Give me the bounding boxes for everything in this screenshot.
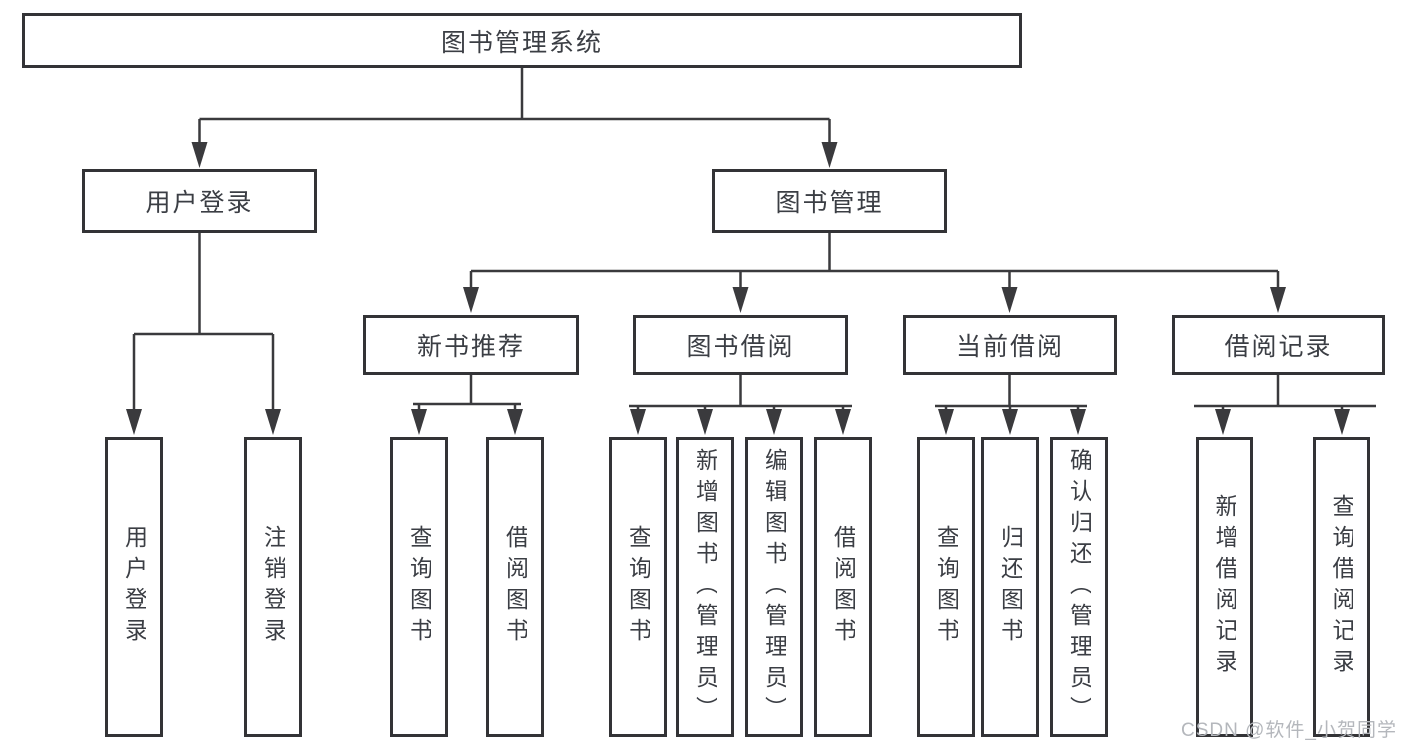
node-current-borrow: 当前借阅 [903, 315, 1117, 375]
leaf-edit-books-admin: 编辑图书（管理员） [745, 437, 803, 737]
node-label: 新书推荐 [416, 333, 525, 361]
leaf-query-books: 查询图书 [390, 437, 448, 737]
leaf-label: 查询图书 [934, 525, 958, 649]
leaf-add-borrow-record: 新增借阅记录 [1196, 437, 1253, 737]
node-label: 图书管理系统 [440, 28, 603, 57]
node-book-borrow: 图书借阅 [633, 315, 848, 375]
node-label: 当前借阅 [955, 333, 1064, 361]
leaf-add-books-admin: 新增图书（管理员） [676, 437, 734, 737]
node-label: 图书借阅 [686, 333, 795, 361]
node-borrow-records: 借阅记录 [1172, 315, 1385, 375]
node-root-system: 图书管理系统 [22, 13, 1022, 68]
leaf-label: 查询图书 [407, 525, 431, 649]
node-label: 用户登录 [145, 189, 254, 217]
leaf-label: 用户登录 [122, 525, 146, 649]
leaf-label: 查询图书 [626, 525, 650, 649]
node-new-book-recommend: 新书推荐 [363, 315, 579, 375]
leaf-label: 新增图书（管理员） [693, 447, 717, 727]
leaf-confirm-return-admin: 确认归还（管理员） [1050, 437, 1108, 737]
leaf-query-books: 查询图书 [609, 437, 667, 737]
node-label: 借阅记录 [1224, 333, 1333, 361]
leaf-query-borrow-record: 查询借阅记录 [1313, 437, 1370, 737]
leaf-borrow-books: 借阅图书 [814, 437, 872, 737]
leaf-logout: 注销登录 [244, 437, 302, 737]
node-user-login: 用户登录 [82, 169, 317, 233]
leaf-user-login: 用户登录 [105, 437, 163, 737]
leaf-label: 借阅图书 [831, 525, 855, 649]
node-book-management: 图书管理 [712, 169, 947, 233]
node-label: 图书管理 [775, 189, 884, 217]
leaf-label: 新增借阅记录 [1213, 494, 1236, 680]
leaf-borrow-books: 借阅图书 [486, 437, 544, 737]
leaf-return-books: 归还图书 [981, 437, 1039, 737]
leaf-label: 归还图书 [998, 525, 1022, 649]
leaf-label: 确认归还（管理员） [1067, 447, 1091, 727]
leaf-label: 注销登录 [261, 525, 285, 649]
leaf-label: 借阅图书 [503, 525, 527, 649]
leaf-label: 编辑图书（管理员） [762, 447, 786, 727]
leaf-label: 查询借阅记录 [1330, 494, 1353, 680]
leaf-query-books: 查询图书 [917, 437, 975, 737]
csdn-watermark: CSDN @软件_小贺同学 [1181, 720, 1397, 741]
